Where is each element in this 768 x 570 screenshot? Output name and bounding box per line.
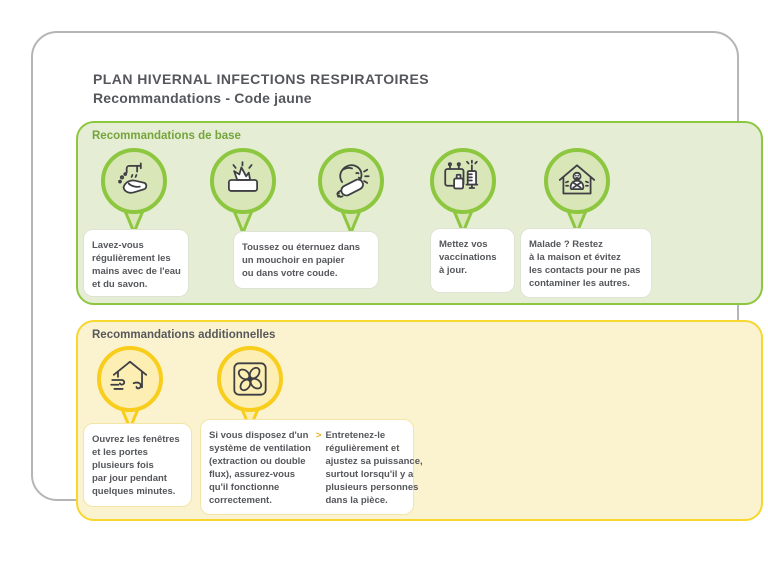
- ventilation-tip-right-text: Entretenez-le régulièrement et ajustez s…: [325, 430, 423, 506]
- handwash-tip-bubble: Lavez-vous régulièrement les mains avec …: [83, 229, 189, 297]
- base-panel-label: Recommandations de base: [92, 130, 241, 142]
- vaccination-tip-bubble: Mettez vos vaccinations à jour.: [430, 228, 515, 293]
- subtitle-prefix: Recommandations -: [93, 90, 235, 106]
- stay-home-badge: [544, 148, 610, 214]
- cough-badge: [318, 148, 384, 214]
- cough-tip-bubble: Toussez ou éternuez dans un mouchoir en …: [233, 231, 379, 289]
- stay-home-tip-bubble: Malade ? Restez à la maison et évitez le…: [520, 228, 652, 298]
- additional-panel-label: Recommandations additionnelles: [92, 329, 276, 341]
- main-card: PLAN HIVERNAL INFECTIONS RESPIRATOIRES R…: [31, 31, 763, 521]
- vaccination-calendar-icon: [444, 159, 479, 190]
- handwash-badge: [101, 148, 167, 214]
- open-window-badge: [97, 346, 163, 412]
- open-window-tip-bubble: Ouvrez les fenêtres et les portes plusie…: [83, 423, 192, 507]
- page-title: PLAN HIVERNAL INFECTIONS RESPIRATOIRES: [93, 71, 430, 87]
- subtitle-code-level: Code jaune: [234, 90, 312, 106]
- ventilation-tip-left-text: Si vous disposez d'un système de ventila…: [209, 430, 311, 506]
- tissue-box-icon: [227, 161, 259, 192]
- ventilation-badge: [217, 346, 283, 412]
- cough-elbow-icon: [336, 164, 370, 198]
- ventilation-tip-bubble: Si vous disposez d'un système de ventila…: [200, 419, 423, 515]
- tissue-badge: [210, 148, 276, 214]
- open-window-icon: [110, 360, 148, 390]
- ventilation-fan-icon: [233, 362, 267, 396]
- vaccination-badge: [430, 148, 496, 214]
- page-subtitle: Recommandations - Code jaune: [93, 90, 312, 106]
- base-recommendations-panel: Recommandations de base: [76, 121, 763, 305]
- handwash-icon: [118, 162, 148, 194]
- chevron-right-icon: >: [315, 430, 322, 441]
- stay-home-sick-icon: [558, 164, 596, 195]
- additional-recommendations-panel: Recommandations additionnelles: [76, 320, 763, 521]
